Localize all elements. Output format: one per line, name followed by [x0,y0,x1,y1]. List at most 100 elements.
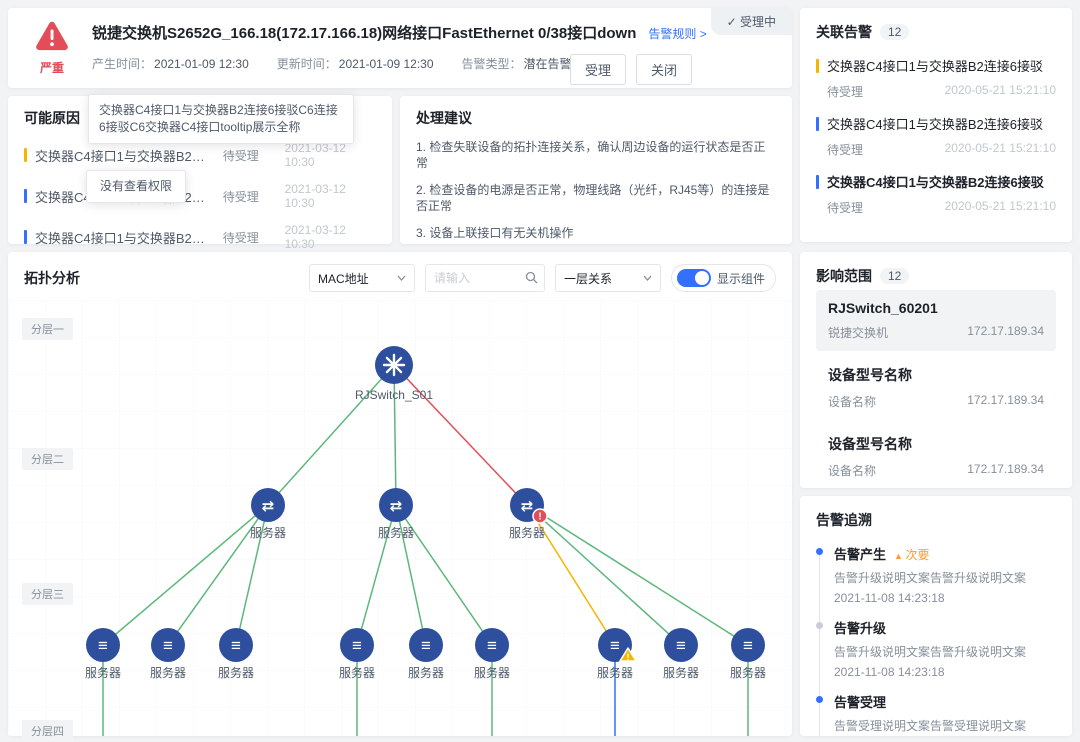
cause-status: 待受理 [222,148,259,163]
topo-node-label: 服务器 [218,665,254,680]
alarm-summary-card: 严重 锐捷交换机S2652G_166.18(172.17.166.18)网络接口… [8,8,792,88]
cause-status: 待受理 [222,230,259,245]
topo-edge [395,504,427,646]
topo-node-server[interactable]: ≡ 服务器 [85,628,121,680]
topology-title: 拓扑分析 [24,270,80,286]
show-components-control: 显示组件 [670,264,776,292]
device-ip: 172.17.189.34 [967,393,1044,407]
switch-arrows-icon: ⇄ [521,498,534,515]
topo-node-label: 服务器 [85,665,121,680]
trace-event-time: 2021-11-08 14:23:18 [834,665,945,679]
server-rack-icon: ≡ [352,636,362,655]
minor-severity-badge: 次要 [894,548,929,562]
trace-event-desc: 告警受理说明文案告警受理说明文案 [834,719,1027,733]
timeline-dot-icon [816,548,823,555]
cause-item[interactable]: 交换器C4接口1与交换器B2连接6接驳待受理2021-03-12 10:30 [24,182,376,210]
topo-node-switch[interactable]: ⇄服务器 [378,488,414,540]
topology-graph: RJSwitch_S01⇄服务器⇄服务器⇄服务器!≡服务器≡服务器≡服务器≡服务… [85,346,766,736]
timeline-dot-icon [816,696,823,703]
topo-node-hub[interactable]: RJSwitch_S01 [355,346,433,402]
accept-button[interactable]: 受理 [569,54,626,85]
topo-edge [102,504,269,646]
alarm-trace-panel: 告警追溯 告警产生次要告警升级说明文案告警升级说明文案2021-11-08 14… [800,496,1072,736]
topo-node-server[interactable]: ≡服务器 [663,628,699,680]
server-rack-icon: ≡ [743,636,753,655]
related-alarm-title: 交换器C4接口1与交换器B2连接6接驳 [827,59,1043,74]
topo-node-switch[interactable]: ⇄服务器 [250,488,286,540]
alarm-rule-link[interactable]: 告警规则 > [648,27,707,41]
cause-item[interactable]: 交换器C4接口1与交换器B2连接6接驳... 待受理 2021-03-12 10:3… [24,141,376,169]
topology-controls: MAC地址 一层关系 显示组件 [308,264,776,292]
show-components-label: 显示组件 [716,271,765,286]
created-time-label: 产生时间： [92,57,153,71]
chevron-down-icon [643,275,652,281]
server-rack-icon: ≡ [676,636,686,655]
server-rack-icon: ≡ [610,636,620,655]
warning-badge-icon [619,647,637,662]
alarm-type-label: 告警类型： [461,57,522,71]
timeline-dot-icon [816,622,823,629]
topo-node-server[interactable]: ≡ 服务器 [730,628,766,680]
status-badge-label: 受理中 [739,15,776,29]
topology-search-input[interactable] [424,264,545,292]
close-button[interactable]: 关闭 [635,54,692,85]
alarm-title: 锐捷交换机S2652G_166.18(172.17.166.18)网络接口Fas… [92,25,637,42]
severity-indicator: 严重 [30,20,74,76]
impact-device-item[interactable]: 设备型号名称设备名称 172.17.189.34 [816,355,1056,420]
possible-causes-list: 交换器C4接口1与交换器B2连接6接驳... 待受理 2021-03-12 10:3… [24,141,376,251]
severity-bar [816,174,819,189]
trace-event-name: 告警受理 [834,695,887,710]
switch-arrows-icon: ⇄ [262,498,275,515]
related-alarm-title: 交换器C4接口1与交换器B2连接6接驳 [827,117,1043,132]
severity-bar [816,116,819,131]
status-badge: 受理中 [710,8,792,35]
device-ip: 172.17.189.34 [967,324,1044,338]
topo-node-label: RJSwitch_S01 [355,388,433,402]
topo-node-label: 服务器 [730,665,766,680]
updated-time-label: 更新时间： [276,57,337,71]
show-components-toggle[interactable] [676,269,711,287]
switch-arrows-icon: ⇄ [390,498,403,515]
trace-event-time: 2021-11-08 14:23:18 [834,591,945,605]
trace-event-name: 告警升级 [834,621,887,636]
device-name: 设备型号名称 [828,367,912,383]
topology-canvas[interactable]: RJSwitch_S01⇄服务器⇄服务器⇄服务器!≡服务器≡服务器≡服务器≡服务… [8,300,792,742]
cause-time: 2021-03-12 10:30 [284,182,346,210]
related-alarm-status: 待受理 [827,143,864,157]
trace-event: 告警产生次要告警升级说明文案告警升级说明文案2021-11-08 14:23:1… [816,544,1056,605]
related-alarm-status: 待受理 [827,201,864,215]
topo-node-server[interactable]: ≡服务器 [218,628,254,680]
relation-depth-select[interactable]: 一层关系 [554,264,661,292]
topo-node-server[interactable]: ≡服务器 [150,628,186,680]
server-rack-icon: ≡ [98,636,108,655]
trace-event-desc: 告警升级说明文案告警升级说明文案 [834,571,1027,585]
svg-text:!: ! [627,652,630,662]
related-alarm-status: 待受理 [827,85,864,99]
cause-title: 交换器C4接口1与交换器B2连接6接驳... [35,148,209,164]
device-type: 设备名称 [828,395,877,409]
topo-node-server[interactable]: ≡服务器 [408,628,444,680]
topo-node-server[interactable]: ≡服务器! [597,628,637,680]
topo-node-label: 服务器 [509,525,545,540]
topo-node-label: 服务器 [339,665,375,680]
topo-node-server[interactable]: ≡ 服务器 [339,628,375,680]
topology-header: 拓扑分析 MAC地址 一层关系 显示组件 [8,252,792,304]
filter-type-select[interactable]: MAC地址 [308,264,415,292]
topo-node-server[interactable]: ≡服务器 [474,628,510,680]
topo-edge [267,364,395,506]
cause-full-name-tooltip: 交换器C4接口1与交换器B2连接6接驳C6连接6接驳C6交换器C4接口toolt… [88,94,354,144]
topo-node-switch[interactable]: ⇄服务器! [509,488,548,540]
cause-item[interactable]: 交换器C4接口1与交换器B2连接6接驳待受理2021-03-12 10:30 [24,223,376,251]
cause-time: 2021-03-12 10:30 [284,141,346,169]
device-type: 设备名称 [828,464,877,478]
server-rack-icon: ≡ [421,636,431,655]
alarm-trace-timeline: 告警产生次要告警升级说明文案告警升级说明文案2021-11-08 14:23:1… [816,544,1056,736]
